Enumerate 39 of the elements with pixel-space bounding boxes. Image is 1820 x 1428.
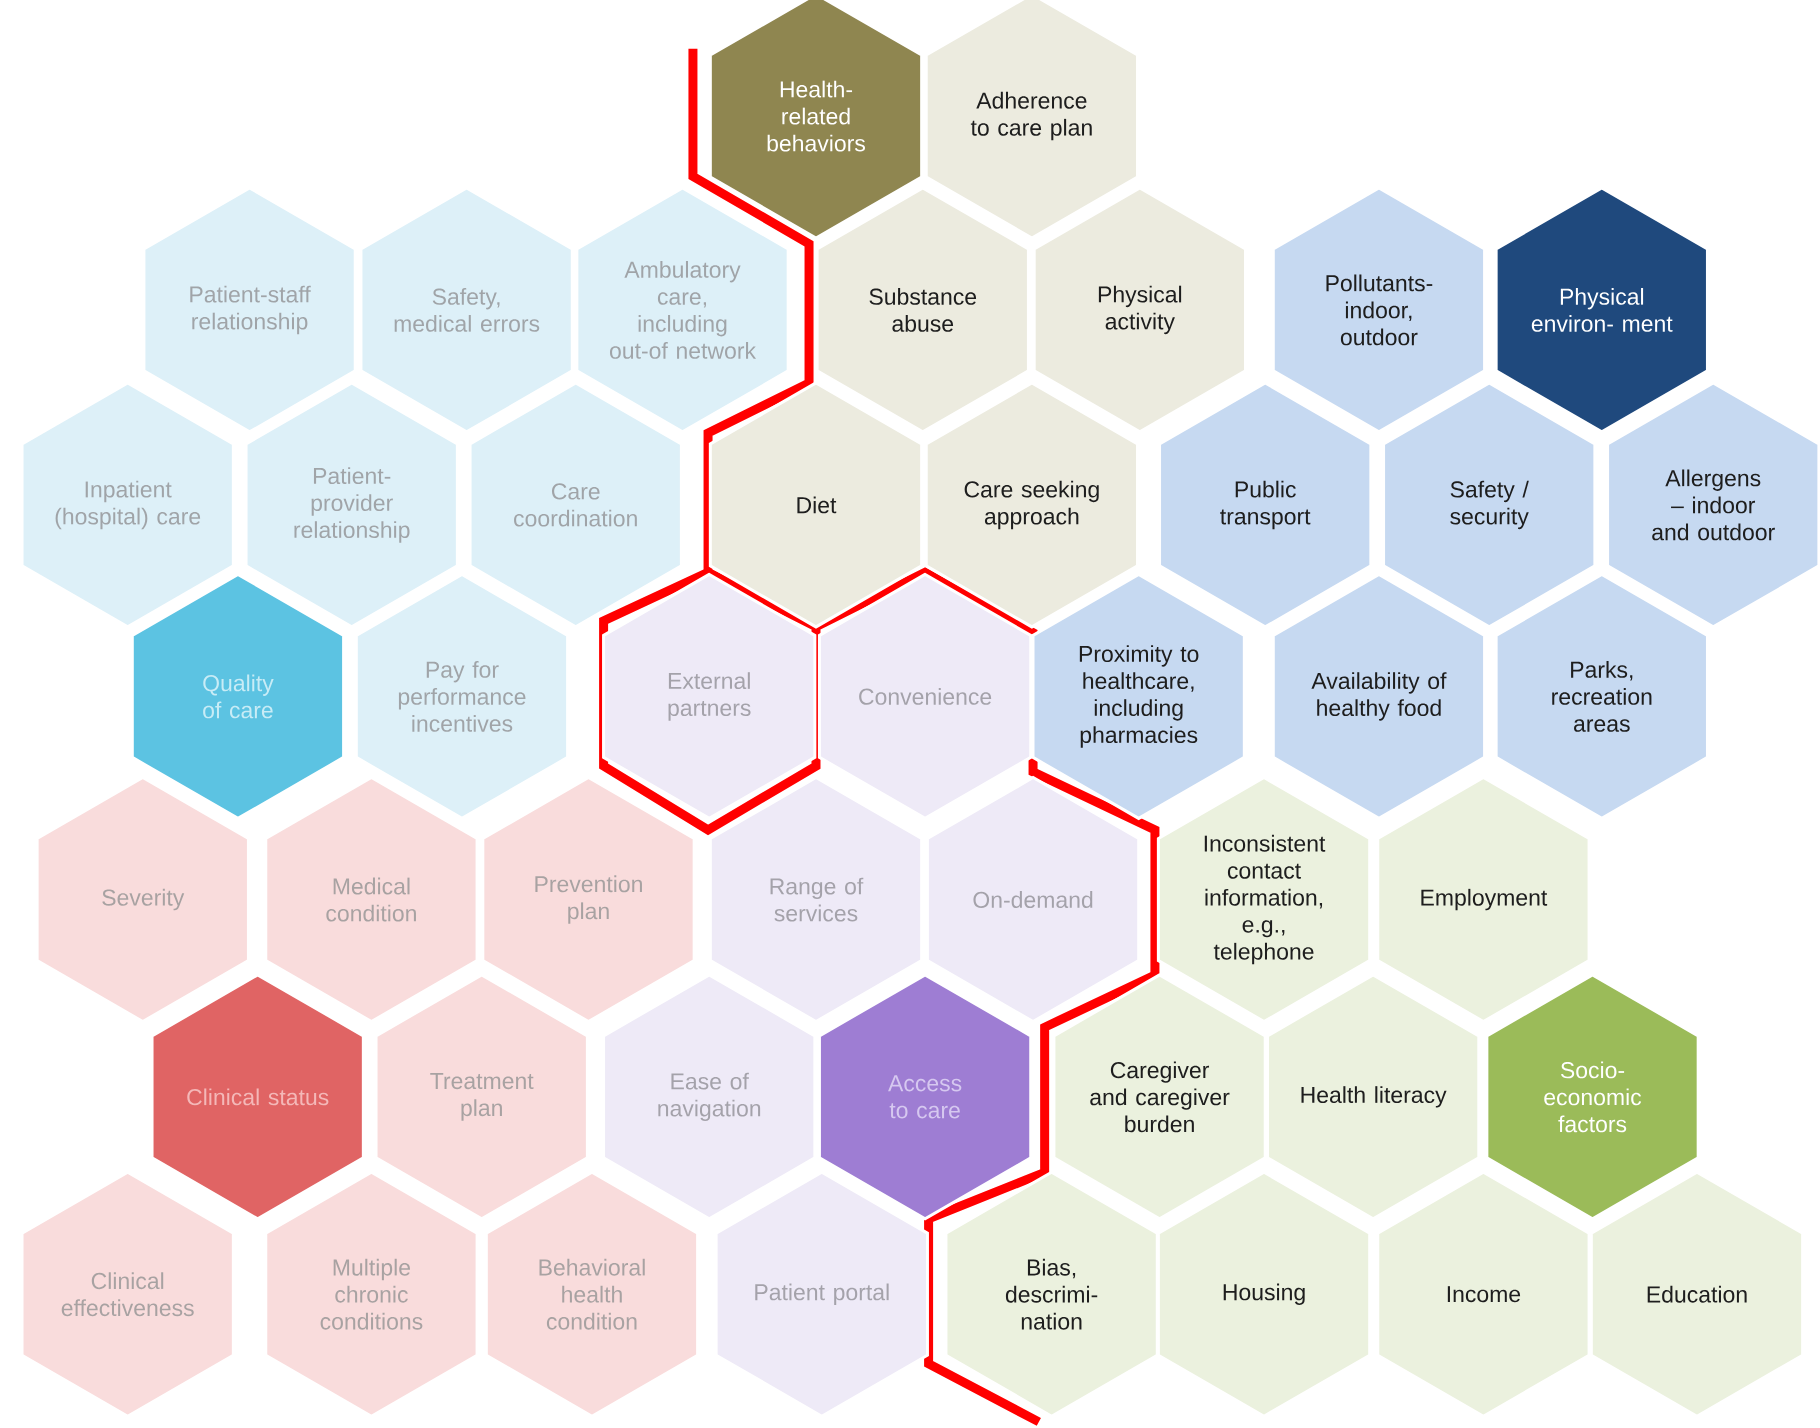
hexagon: Education	[1589, 1170, 1805, 1418]
hexagon: External partners	[602, 572, 817, 821]
hexagon: Clinical effectiveness	[20, 1170, 235, 1418]
hexagon: Inpatient (hospital) care	[20, 381, 235, 629]
hexagon: Convenience	[817, 572, 1033, 821]
hexagon: Caregiver and caregiver burden	[1052, 973, 1267, 1221]
hexagon: Safety, medical errors	[359, 186, 574, 434]
hexagon: Patient portal	[714, 1170, 929, 1418]
hexagon: Ambulatory care, including out-of network	[575, 186, 790, 434]
hexagon: Care seeking approach	[924, 381, 1140, 629]
hexagon: Quality of care	[130, 572, 346, 821]
hexagon: Health literacy	[1266, 973, 1481, 1221]
hexagon: Physical environ- ment	[1494, 186, 1709, 434]
hexagon: Parks, recreation areas	[1494, 572, 1709, 821]
hexagon: Substance abuse	[815, 186, 1030, 434]
hexagon: Public transport	[1158, 381, 1373, 629]
hexagon: Treatment plan	[374, 973, 589, 1221]
hexagon: Patient-staff relationship	[142, 186, 357, 434]
hexagon: Bias, descrimi- nation	[944, 1170, 1159, 1418]
hexagon: Care coordination	[468, 381, 683, 629]
node-label: Housing	[1223, 1283, 1305, 1305]
hexagon: Ease of navigation	[602, 973, 817, 1221]
hexagon: Multiple chronic conditions	[264, 1170, 479, 1418]
hexagon: Health- related behaviors	[708, 0, 924, 240]
hexagon: Pay for performance incentives	[354, 572, 570, 821]
hexagon: Housing	[1156, 1170, 1372, 1418]
hexagon: Income	[1376, 1170, 1591, 1418]
hexagon: Physical activity	[1032, 186, 1247, 434]
hexagon: Clinical status	[150, 973, 365, 1221]
hexagon: Patient- provider relationship	[244, 381, 459, 629]
hexagon: Pollutants- indoor, outdoor	[1271, 186, 1487, 434]
hexagon: Behavioral health condition	[484, 1170, 700, 1418]
hexagon: Diet	[708, 381, 924, 629]
hexagon: Allergens – indoor and outdoor	[1606, 381, 1820, 629]
hexagon: Safety / security	[1382, 381, 1597, 629]
hexagon: Access to care	[817, 973, 1033, 1221]
hexagon: Availability of healthy food	[1271, 572, 1487, 821]
hexagon: Proximity to healthcare, including pharmacies	[1031, 572, 1246, 821]
hexagon: Socio- economic factors	[1485, 973, 1700, 1221]
